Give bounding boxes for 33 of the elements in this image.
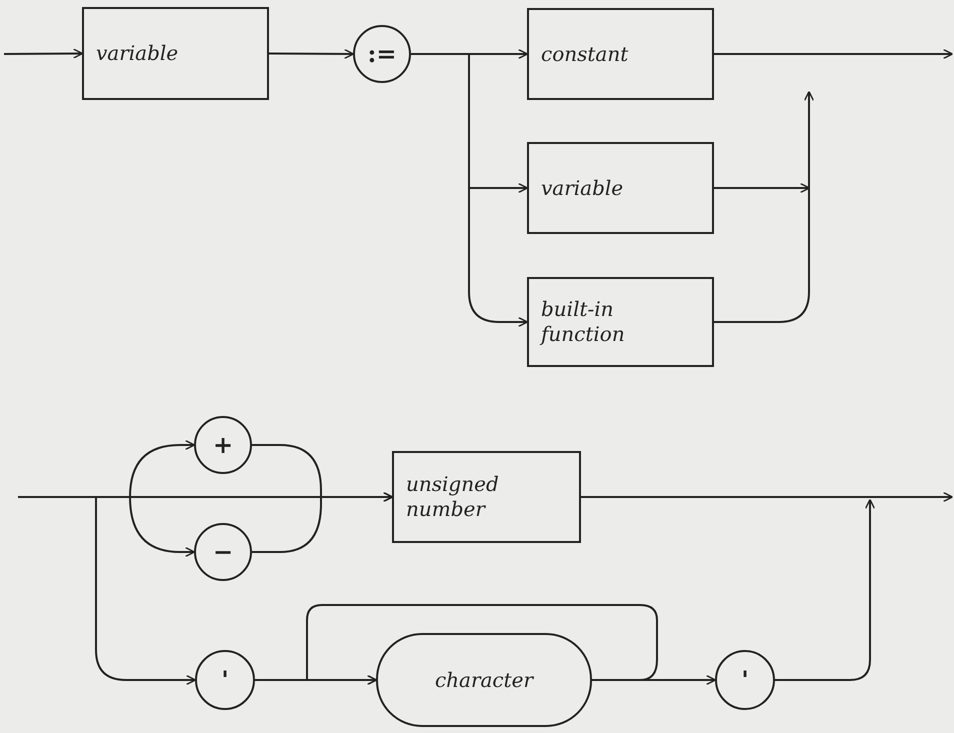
terminal-circle xyxy=(194,416,252,474)
node-label: + xyxy=(212,430,234,460)
arrow xyxy=(775,498,876,681)
node-label: variable xyxy=(541,176,624,200)
node-label: := xyxy=(368,39,396,69)
arrow xyxy=(714,90,814,323)
arrow xyxy=(306,604,658,686)
arrow xyxy=(714,182,810,194)
arrow xyxy=(714,48,954,60)
node-label: − xyxy=(212,537,234,567)
arrow xyxy=(581,492,954,502)
terminal-circle xyxy=(195,650,255,710)
node-label: unsigned number xyxy=(406,472,500,522)
nonterminal-box xyxy=(527,142,714,234)
nonterminal-box xyxy=(527,8,714,100)
arrow xyxy=(18,496,196,686)
terminal-circle xyxy=(353,25,411,83)
node-label: character xyxy=(434,668,534,692)
node-label: constant xyxy=(541,42,628,66)
terminal-rounded-box xyxy=(376,633,592,727)
node-label: ' xyxy=(221,665,229,695)
node-label: ' xyxy=(741,665,749,695)
node-label: variable xyxy=(96,41,178,66)
nonterminal-box xyxy=(392,451,581,543)
node-label: built-in function xyxy=(541,297,626,347)
nonterminal-box xyxy=(82,7,269,100)
arrow xyxy=(269,48,354,60)
nonterminal-box xyxy=(527,277,714,367)
terminal-circle xyxy=(194,523,252,581)
arrow xyxy=(4,48,84,59)
arrow xyxy=(252,492,394,553)
arrow xyxy=(411,53,528,328)
terminal-circle xyxy=(715,650,775,710)
